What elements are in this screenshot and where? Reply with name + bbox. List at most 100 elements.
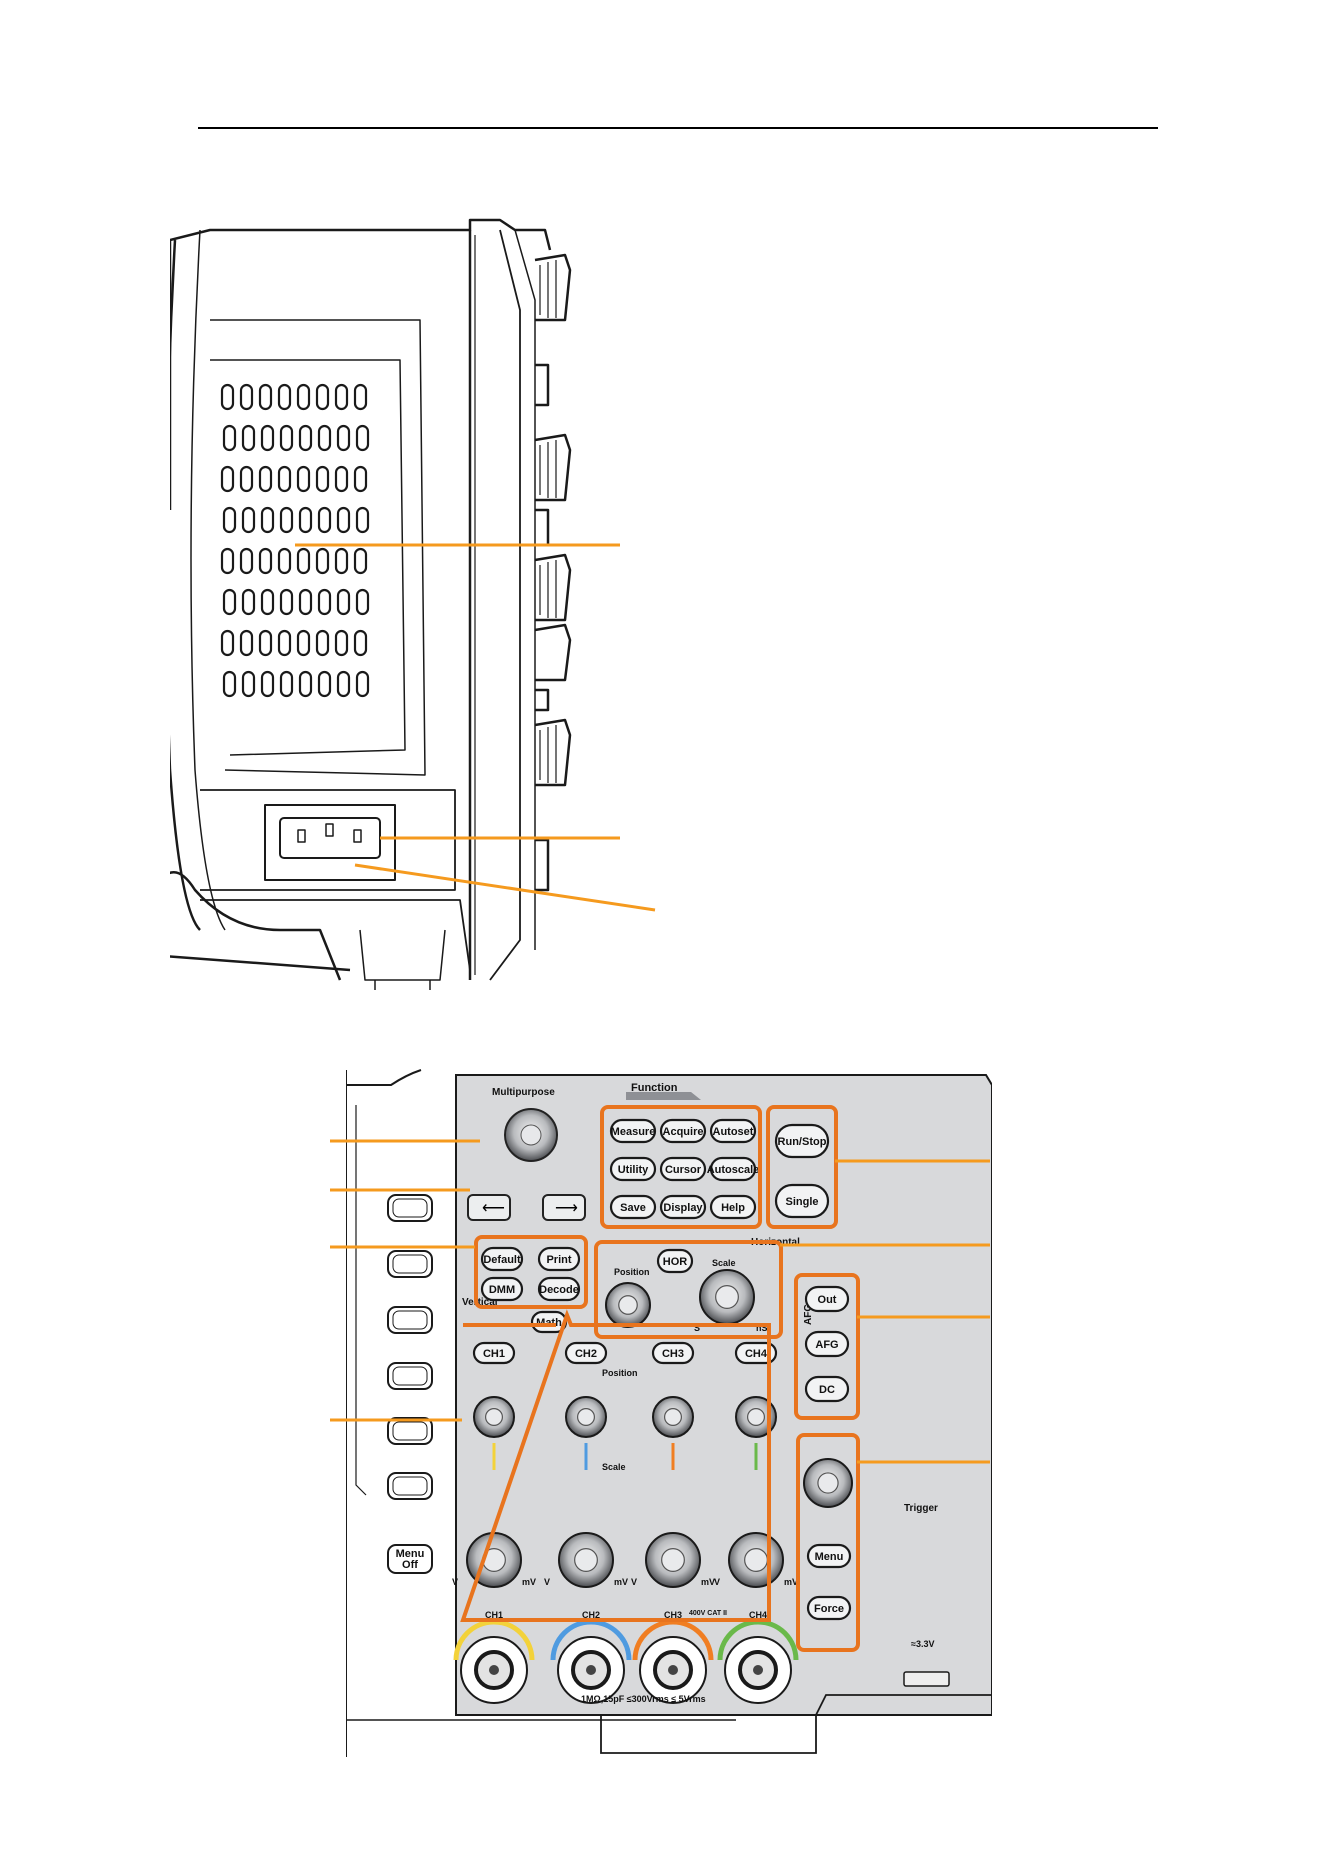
help-button[interactable]: Help	[709, 1194, 757, 1220]
vent-slot	[258, 547, 273, 575]
afg-button-label: AFG	[815, 1339, 838, 1351]
default-button[interactable]: Default	[480, 1246, 524, 1272]
highlight-function	[600, 1105, 762, 1229]
dmm-button[interactable]: DMM	[480, 1276, 524, 1302]
usb-port[interactable]	[903, 1671, 950, 1687]
menu-off-label-1: Menu	[396, 1548, 425, 1560]
vent-slot	[241, 424, 256, 452]
dc-button[interactable]: DC	[804, 1375, 850, 1403]
side-menu-button[interactable]	[387, 1417, 433, 1445]
vent-slot	[315, 629, 330, 657]
vent-slot	[315, 465, 330, 493]
ch4-mv-unit: mV	[784, 1577, 798, 1587]
afg-button[interactable]: AFG	[804, 1330, 850, 1358]
vent-slot	[239, 465, 254, 493]
right-arrow-button[interactable]	[542, 1194, 586, 1221]
horizontal-scale-knob[interactable]	[699, 1269, 755, 1325]
vent-slot	[239, 629, 254, 657]
save-button[interactable]: Save	[609, 1194, 657, 1220]
ch2-scale-knob[interactable]	[558, 1532, 614, 1588]
vent-slot	[241, 588, 256, 616]
vent-slot	[334, 383, 349, 411]
display-button-label: Display	[663, 1202, 703, 1214]
vent-slot	[298, 506, 313, 534]
ch3-scale-knob[interactable]	[645, 1532, 701, 1588]
side-menu-button[interactable]	[387, 1194, 433, 1222]
autoscale-button[interactable]: Autoscale	[707, 1156, 760, 1182]
horizontal-position-knob[interactable]	[605, 1282, 651, 1328]
vent-slot	[334, 547, 349, 575]
run-stop-button[interactable]: Run/Stop	[774, 1123, 830, 1159]
force-button[interactable]: Force	[806, 1595, 852, 1621]
horizontal-s-unit: S	[694, 1323, 700, 1333]
display-button[interactable]: Display	[659, 1194, 707, 1220]
single-button[interactable]: Single	[774, 1183, 830, 1219]
side-menu-button[interactable]	[387, 1472, 433, 1500]
run-stop-button-label: Run/Stop	[778, 1136, 827, 1148]
vent-slot	[258, 383, 273, 411]
decode-button[interactable]: Decode	[537, 1276, 581, 1302]
horizontal-scale-label: Scale	[712, 1258, 736, 1268]
ch4-v-unit: V	[714, 1577, 720, 1587]
vertical-scale-label: Scale	[602, 1462, 626, 1472]
vent-slot	[260, 588, 275, 616]
left-arrow-button[interactable]	[467, 1194, 511, 1221]
vent-slot	[241, 506, 256, 534]
ch3-button-label: CH3	[662, 1348, 684, 1360]
vent-slot	[353, 465, 368, 493]
vent-slot	[355, 588, 370, 616]
vent-slot	[239, 547, 254, 575]
force-button-label: Force	[814, 1603, 844, 1615]
afg-label: AFG	[803, 1304, 814, 1325]
ch4-button[interactable]: CH4	[734, 1341, 778, 1365]
ch2-position-knob[interactable]	[565, 1396, 607, 1438]
vent-slot	[260, 506, 275, 534]
ch2-bnc-label: CH2	[582, 1610, 600, 1620]
side-menu-button[interactable]	[387, 1250, 433, 1278]
horizontal-position-label: Position	[614, 1267, 650, 1277]
trigger-level-knob[interactable]	[803, 1458, 853, 1508]
highlight-trigger	[796, 1433, 860, 1652]
vent-slot	[277, 465, 292, 493]
vent-slot	[298, 670, 313, 698]
cursor-button-label: Cursor	[665, 1164, 702, 1176]
vent-slot	[258, 629, 273, 657]
ch1-bnc-label: CH1	[485, 1610, 503, 1620]
ch3-position-knob[interactable]	[652, 1396, 694, 1438]
ch4-position-knob[interactable]	[735, 1396, 777, 1438]
out-button[interactable]: Out	[804, 1285, 850, 1313]
ch1-v-unit: V	[452, 1577, 458, 1587]
decode-button-label: Decode	[539, 1284, 579, 1296]
ch3-mv-unit: mV	[701, 1577, 715, 1587]
vent-slot	[353, 629, 368, 657]
ch2-button-label: CH2	[575, 1348, 597, 1360]
vent-slot	[220, 629, 235, 657]
trigger-menu-button[interactable]: Menu	[806, 1543, 852, 1569]
acquire-button[interactable]: Acquire	[659, 1118, 707, 1144]
vent-slot	[222, 588, 237, 616]
utility-button[interactable]: Utility	[609, 1156, 657, 1182]
autoset-button[interactable]: Autoset	[709, 1118, 757, 1144]
ch2-button[interactable]: CH2	[564, 1341, 608, 1365]
ch4-bnc-label: CH4	[749, 1610, 767, 1620]
vent-slot	[317, 424, 332, 452]
vent-slot	[355, 506, 370, 534]
vent-slot	[222, 670, 237, 698]
ch3-button[interactable]: CH3	[651, 1341, 695, 1365]
vent-slot	[298, 424, 313, 452]
vent-slot	[239, 383, 254, 411]
hor-button[interactable]: HOR	[656, 1248, 694, 1274]
vent-slot	[317, 588, 332, 616]
ch1-button[interactable]: CH1	[472, 1341, 516, 1365]
out-button-label: Out	[818, 1294, 837, 1306]
dmm-button-label: DMM	[489, 1284, 515, 1296]
cursor-button[interactable]: Cursor	[659, 1156, 707, 1182]
ch3-bnc-input[interactable]: CH3	[632, 1610, 714, 1704]
side-menu-button[interactable]	[387, 1362, 433, 1390]
side-menu-button[interactable]	[387, 1306, 433, 1334]
vent-slot	[220, 547, 235, 575]
ch1-position-knob[interactable]	[473, 1396, 515, 1438]
measure-button[interactable]: Measure	[609, 1118, 657, 1144]
print-button[interactable]: Print	[537, 1246, 581, 1272]
